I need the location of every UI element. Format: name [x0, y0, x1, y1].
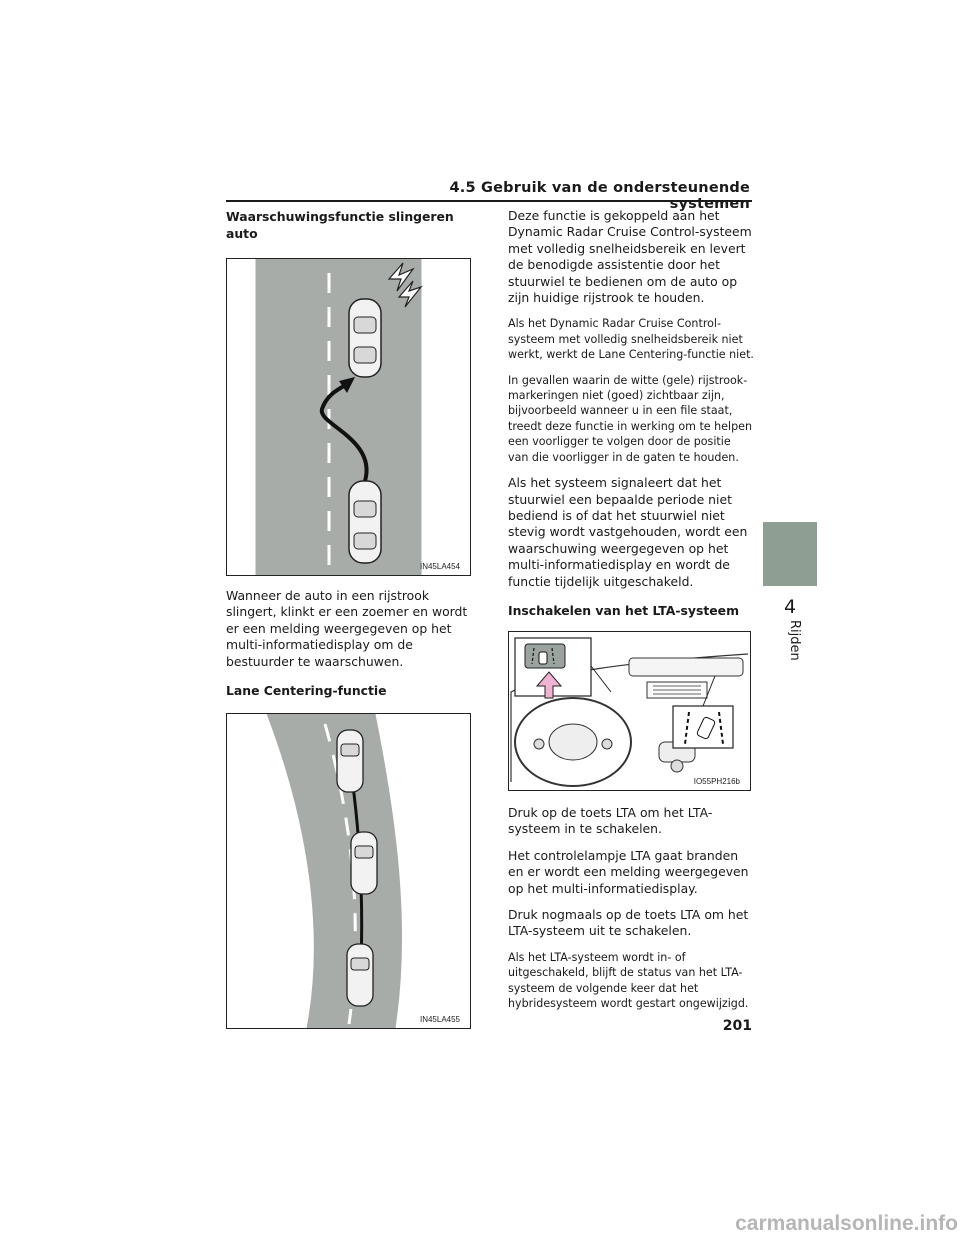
paragraph-press-lta: Druk op de toets LTA om het LTA-systeem …	[508, 804, 713, 837]
car-bottom-icon	[348, 480, 382, 564]
chapter-tab	[763, 522, 817, 586]
paragraph-press-again: Druk nogmaals op de toets LTA om het LTA…	[508, 906, 749, 939]
press-arrow-icon	[535, 671, 563, 699]
figure-lta-switch: IO55PH216b	[508, 630, 751, 791]
heading-lta-activate: Inschakelen van het LTA-systeem	[508, 602, 739, 618]
figure-lane-centering: IN45LA455	[226, 713, 471, 1030]
paragraph-steering-warning: Als het systeem signaleert dat het stuur…	[508, 475, 748, 589]
car-rear-icon	[346, 943, 374, 1007]
swerve-illustration	[252, 259, 425, 575]
heading-lane-centering: Lane Centering-functie	[226, 683, 387, 699]
dashboard-illustration	[509, 631, 750, 790]
paragraph-swerve-warning: Wanneer de auto in een rijstrook slinger…	[226, 588, 468, 669]
note-drcc: Als het Dynamic Radar Cruise Control-sys…	[508, 317, 754, 362]
car-front-icon	[336, 729, 364, 793]
paragraph-indicator: Het controlelampje LTA gaat branden en e…	[508, 847, 749, 896]
figure-code: IN45LA454	[419, 562, 460, 571]
chapter-label: Rijden	[787, 620, 802, 661]
swerve-arrow-icon	[319, 381, 369, 482]
figure-swerve-warning: IN45LA454	[226, 258, 471, 576]
heading-swerve-warning: Waarschuwingsfunctie slingeren auto	[226, 209, 454, 241]
lta-indicator-icon	[696, 716, 716, 740]
figure-code: IO55PH216b	[693, 776, 740, 786]
watermark: carmanualsonline.info	[735, 1212, 958, 1235]
page-number: 201	[722, 1018, 752, 1034]
header-rule	[226, 200, 752, 202]
warning-bolt-icon	[387, 262, 415, 292]
car-top-icon	[348, 298, 382, 378]
paragraph-lane-centering-desc: Deze functie is gekoppeld aan het Dynami…	[508, 208, 752, 306]
car-middle-icon	[350, 831, 378, 895]
figure-code: IN45LA455	[419, 1015, 460, 1025]
left-column: Waarschuwingsfunctie slingeren auto	[226, 208, 471, 1030]
chapter-number: 4	[783, 596, 797, 618]
lane-centering-illustration	[263, 714, 406, 1029]
right-column: Deze functie is gekoppeld aan het Dynami…	[508, 208, 754, 1011]
note-lane-markings: In gevallen waarin de witte (gele) rijst…	[508, 373, 752, 464]
note-lta-status: Als het LTA-systeem wordt in- of uitgesc…	[508, 950, 749, 1010]
